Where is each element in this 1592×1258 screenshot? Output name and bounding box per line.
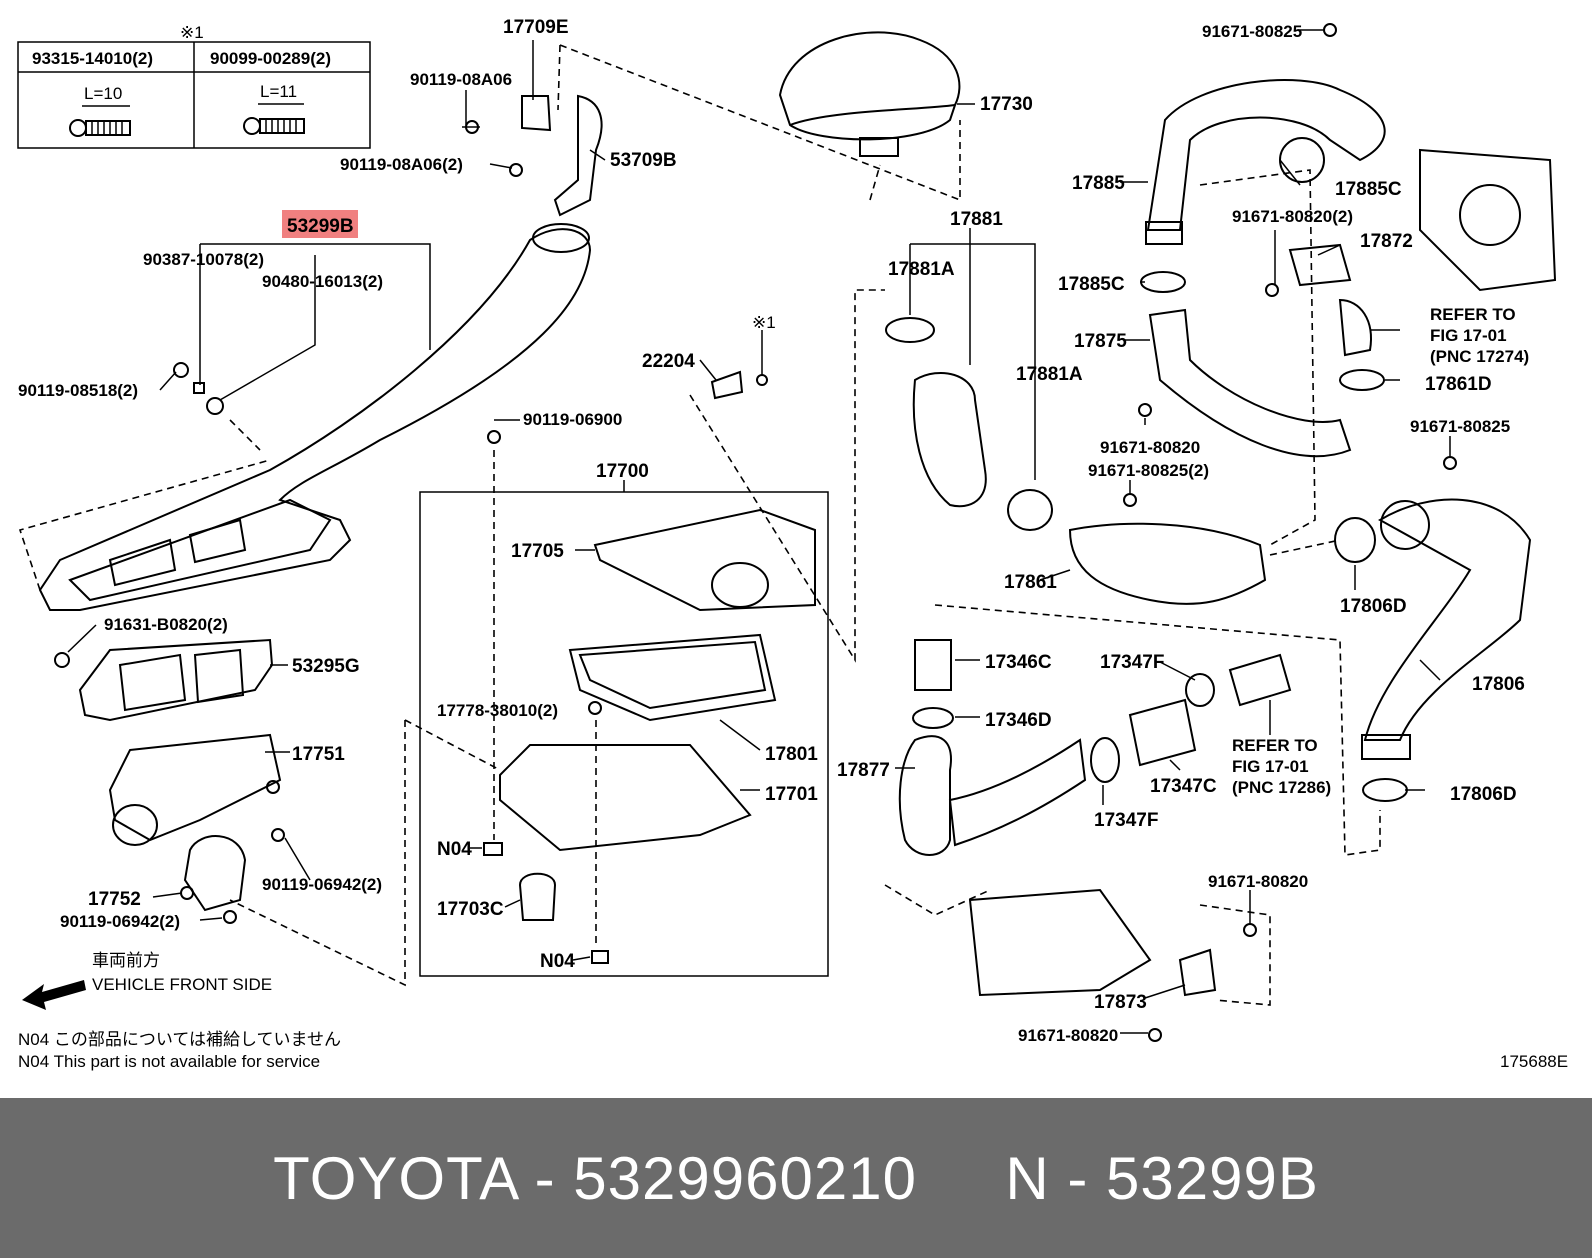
label-90119-08A06: 90119-08A06: [410, 70, 512, 89]
bolt-table-part-2: 90099-00289(2): [210, 49, 331, 68]
label-90119-06900: 90119-06900: [523, 410, 622, 429]
refer-1-line-2: FIG 17-01: [1430, 326, 1507, 345]
label-17875: 17875: [1074, 331, 1127, 352]
label-53295G: 53295G: [292, 656, 360, 677]
refer-2-line-1: REFER TO: [1232, 736, 1318, 755]
front-label-en: VEHICLE FRONT SIDE: [92, 975, 272, 994]
label-90480-16013: 90480-16013(2): [262, 272, 383, 291]
label-91671-80820-low: 91671-80820: [1208, 872, 1308, 891]
label-17346D: 17346D: [985, 710, 1052, 731]
refer-2-line-3: (PNC 17286): [1232, 778, 1331, 797]
intercooler-hoses: [885, 23, 1557, 1042]
front-arrow-icon: [22, 980, 86, 1010]
label-17885: 17885: [1072, 173, 1125, 194]
label-17701: 17701: [765, 784, 818, 805]
label-17730: 17730: [980, 94, 1033, 115]
label-91671-80825-2: 91671-80825(2): [1088, 461, 1209, 480]
reference-symbol: ※1: [180, 23, 204, 42]
label-17778-38010: 17778-38010(2): [437, 701, 558, 720]
refer-1-line-3: (PNC 17274): [1430, 347, 1529, 366]
label-17872: 17872: [1360, 231, 1413, 252]
label-17752: 17752: [88, 889, 141, 910]
refer-1-line-1: REFER TO: [1430, 305, 1516, 324]
label-17709E: 17709E: [503, 17, 569, 38]
label-N04-a: N04: [437, 839, 472, 860]
label-17806: 17806: [1472, 674, 1525, 695]
bolt-icon: [243, 103, 305, 135]
label-N04-b: N04: [540, 951, 575, 972]
part-number-footer: TOYOTA - 5329960210 N - 53299B: [0, 1098, 1592, 1258]
exploded-parts-diagram: ※1 93315-14010(2) 90099-00289(2) L=10 L=…: [17, 17, 1568, 1071]
guide-lines: [18, 44, 1381, 1006]
figure-code: 175688E: [1500, 1052, 1568, 1071]
label-17347C: 17347C: [1150, 776, 1217, 797]
note-jp: N04 この部品については補給していません: [18, 1030, 341, 1049]
label-17705: 17705: [511, 541, 564, 562]
label-17861D: 17861D: [1425, 374, 1492, 395]
label-53709B: 53709B: [610, 150, 677, 171]
refer-2-line-2: FIG 17-01: [1232, 757, 1309, 776]
label-17873: 17873: [1094, 992, 1147, 1013]
bolt-icon: [69, 105, 131, 137]
bolt-table-length-1: L=10: [84, 84, 122, 103]
label-90119-06942-a: 90119-06942(2): [262, 875, 382, 894]
reference-symbol-2: ※1: [752, 313, 776, 332]
label-90119-08A06-2: 90119-08A06(2): [340, 155, 463, 174]
label-17347F-a: 17347F: [1100, 652, 1164, 673]
air-intake-duct: [38, 223, 592, 611]
label-17881A-a: 17881A: [888, 259, 955, 280]
bolt-reference-table: ※1 93315-14010(2) 90099-00289(2) L=10 L=…: [17, 23, 371, 149]
label-17700: 17700: [596, 461, 649, 482]
label-53299B: 53299B: [287, 216, 354, 237]
label-17806D-b: 17806D: [1450, 784, 1517, 805]
label-17881A-b: 17881A: [1016, 364, 1083, 385]
label-91671-80820-2: 91671-80820(2): [1232, 207, 1353, 226]
label-17347F-b: 17347F: [1094, 810, 1158, 831]
label-90387-10078: 90387-10078(2): [143, 250, 264, 269]
front-label-jp: 車両前方: [92, 951, 160, 970]
label-17751: 17751: [292, 744, 345, 765]
part-labels: 17709E 17730 53709B 90119-08A06 90119-08…: [18, 17, 1529, 1045]
label-17801: 17801: [765, 744, 818, 765]
label-17703C: 17703C: [437, 899, 504, 920]
vehicle-front-indicator: 車両前方 VEHICLE FRONT SIDE: [22, 951, 272, 1010]
footer-part-number: TOYOTA - 5329960210 N - 53299B: [273, 1144, 1319, 1212]
bolt-table-length-2: L=11: [260, 82, 297, 101]
label-91671-80825-right: 91671-80825: [1410, 417, 1510, 436]
label-17877: 17877: [837, 760, 890, 781]
label-17881: 17881: [950, 209, 1003, 230]
service-notes: N04 この部品については補給していません N04 This part is n…: [18, 1030, 1568, 1071]
duct-bracket: [173, 94, 603, 415]
label-17885C-b: 17885C: [1058, 274, 1125, 295]
lower-left-parts: [54, 638, 285, 924]
bolt-table-part-1: 93315-14010(2): [32, 49, 153, 68]
leader-lines: [67, 29, 1451, 1034]
label-91631-B0820: 91631-B0820(2): [104, 615, 228, 634]
label-90119-08518: 90119-08518(2): [18, 381, 138, 400]
note-en: N04 This part is not available for servi…: [18, 1052, 320, 1071]
label-17346C: 17346C: [985, 652, 1052, 673]
label-17885C-a: 17885C: [1335, 179, 1402, 200]
air-cleaner-cap: [778, 31, 961, 157]
label-90119-06942-b: 90119-06942(2): [60, 912, 180, 931]
highlight-53299B: [282, 210, 358, 238]
label-17806D-a: 17806D: [1340, 596, 1407, 617]
label-17861: 17861: [1004, 572, 1057, 593]
label-22204: 22204: [642, 351, 695, 372]
label-91671-80825-top: 91671-80825: [1202, 22, 1302, 41]
label-91671-80820-bot: 91671-80820: [1018, 1026, 1118, 1045]
label-91671-80820-mid: 91671-80820: [1100, 438, 1200, 457]
